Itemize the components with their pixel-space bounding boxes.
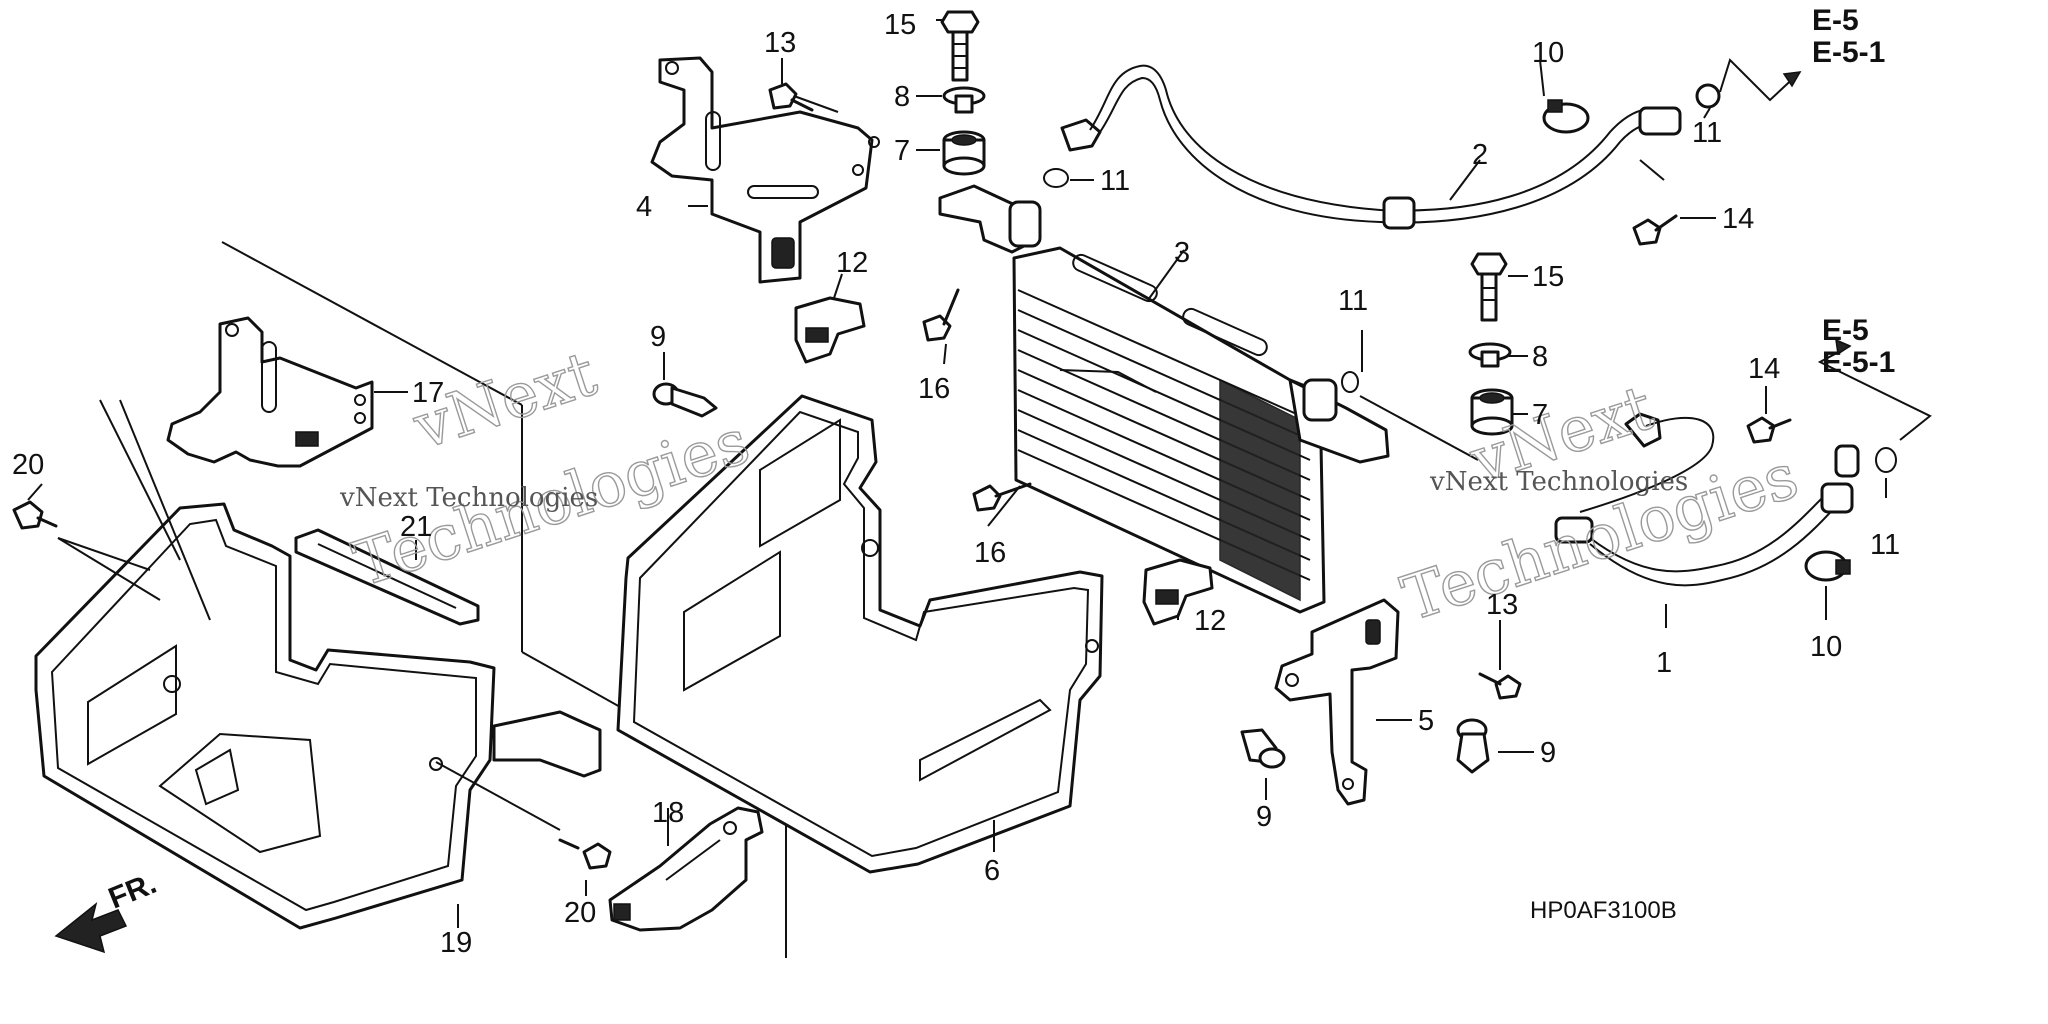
callout-1: 1 (1656, 647, 1672, 679)
callout-14-lower: 14 (1748, 353, 1780, 385)
hose-part-1 (1554, 412, 1897, 587)
bracket-part-17 (166, 316, 374, 468)
callout-21: 21 (400, 511, 432, 543)
callout-11-upper-right: 11 (1692, 117, 1722, 149)
bolt-part-13-upper (768, 82, 814, 112)
reference-label-lower-b: E-5-1 (1822, 346, 1895, 379)
clamp-part-10-lower (1804, 550, 1851, 582)
callout-15-upper: 15 (884, 9, 916, 41)
reference-label-lower-a: E-5 (1822, 314, 1869, 347)
reference-arrow-upper (1719, 58, 1802, 102)
rivet-part-9-right (1456, 718, 1490, 774)
front-label: FR. (104, 867, 161, 916)
callout-14-upper: 14 (1722, 203, 1754, 235)
reference-label-upper-a: E-5 (1812, 4, 1859, 37)
callout-12-upper: 12 (836, 247, 868, 279)
panel-divider-top (221, 241, 523, 406)
watermark-tagline-left: vNext Technologies (339, 483, 598, 513)
leader-lines (27, 19, 1887, 928)
callout-10-upper: 10 (1532, 37, 1564, 69)
o-ring-part-11-center (1043, 168, 1069, 188)
front-direction-arrow: FR. (54, 867, 161, 954)
bolt-part-20-upper (12, 500, 58, 530)
bolt-part-20-lower (558, 838, 612, 870)
bolt-part-14-upper (1632, 214, 1678, 246)
rivet-part-9-upper (652, 382, 718, 418)
callout-3: 3 (1174, 237, 1190, 269)
callout-11-lower-right: 11 (1870, 529, 1900, 561)
clip-part-12-upper (794, 296, 866, 364)
callout-13-upper: 13 (764, 27, 796, 59)
callout-4: 4 (636, 191, 652, 223)
callout-11-right: 11 (1338, 285, 1368, 317)
callout-16-lower: 16 (974, 537, 1006, 569)
callout-20-lower: 20 (564, 897, 596, 929)
pad-part-21 (294, 528, 480, 626)
bracket-part-18 (608, 806, 764, 932)
bracket-part-4 (650, 56, 880, 284)
reference-arrow-lower (1817, 338, 1932, 441)
bolt-part-15-upper (940, 10, 980, 82)
watermark-tagline-right: vNext Technologies (1429, 467, 1688, 497)
grommet-part-7-lower (1470, 388, 1514, 436)
bolt-part-13-lower (1478, 672, 1522, 700)
tray-part-6 (616, 394, 1104, 874)
callout-9-right: 9 (1540, 737, 1556, 769)
callout-19: 19 (440, 927, 472, 959)
oil-cooler-part-3 (938, 184, 1390, 614)
bolt-part-15-lower (1470, 252, 1508, 322)
bracket-part-5 (1274, 598, 1400, 806)
callout-6: 6 (984, 855, 1000, 887)
callout-9-center: 9 (1256, 801, 1272, 833)
callout-10-lower: 10 (1810, 631, 1842, 663)
bolt-part-16-upper (922, 288, 960, 342)
clamp-part-10-upper (1542, 99, 1590, 134)
bolt-part-14-lower (1746, 416, 1792, 444)
callout-5: 5 (1418, 705, 1434, 737)
tray-part-19 (34, 502, 602, 930)
callout-12-lower: 12 (1194, 605, 1226, 637)
callout-9-upper: 9 (650, 321, 666, 353)
rivet-part-9-center (1240, 728, 1286, 769)
hose-part-2 (1060, 64, 1721, 230)
callout-16-upper: 16 (918, 373, 950, 405)
collar-part-8-lower (1468, 342, 1512, 368)
clip-part-12-lower (1142, 558, 1214, 626)
bolt-part-16-lower (972, 482, 1032, 512)
reference-label-upper-b: E-5-1 (1812, 36, 1885, 69)
callout-18: 18 (652, 797, 684, 829)
callout-7-upper: 7 (894, 135, 910, 167)
o-ring-part-11-right (1341, 371, 1359, 393)
callout-8-upper: 8 (894, 81, 910, 113)
collar-part-8-upper (942, 86, 986, 114)
callout-11-center: 11 (1100, 165, 1130, 197)
callout-13-lower: 13 (1486, 589, 1518, 621)
grommet-part-7-upper (942, 130, 986, 176)
callout-2: 2 (1472, 139, 1488, 171)
callout-17: 17 (412, 377, 444, 409)
callout-8-lower: 8 (1532, 341, 1548, 373)
callout-15-lower: 15 (1532, 261, 1564, 293)
callout-20-upper: 20 (12, 449, 44, 481)
callout-7-lower: 7 (1532, 399, 1548, 431)
diagram-code: HP0AF3100B (1530, 897, 1677, 924)
